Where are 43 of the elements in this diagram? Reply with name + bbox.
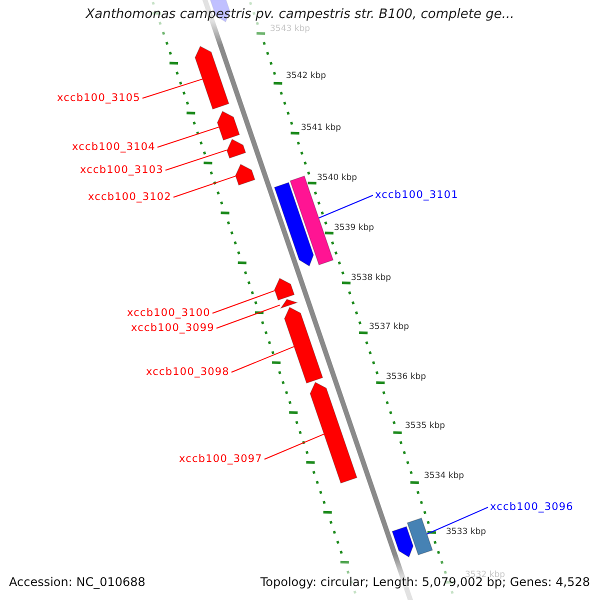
tick-label: 3537 kbp bbox=[369, 323, 410, 332]
gene-feature bbox=[274, 182, 314, 267]
leader-line bbox=[172, 176, 236, 198]
gene-feature bbox=[194, 46, 230, 110]
gene-feature bbox=[310, 382, 358, 484]
gene-label: xccb100_3105 bbox=[57, 93, 140, 104]
tick-label: 3538 kbp bbox=[351, 274, 392, 282]
tick-label: 3539 kbp bbox=[334, 224, 374, 232]
gene-label: xccb100_3096 bbox=[490, 502, 574, 512]
gene-bar bbox=[406, 518, 433, 556]
gene-label: xccb100_3100 bbox=[127, 308, 210, 318]
tick-label: 3533 kbp bbox=[446, 528, 486, 536]
tick-label: 3536 kbp bbox=[386, 373, 426, 382]
leader-line bbox=[318, 194, 374, 218]
gene-feature bbox=[226, 138, 246, 159]
leader-line bbox=[156, 126, 220, 148]
gene-label: xccb100_3097 bbox=[179, 454, 262, 464]
title: Xanthomonas campestris pv. campestris str. B100, complete ge... bbox=[84, 8, 516, 21]
gene-label: xccb100_3099 bbox=[131, 323, 214, 334]
gene-feature bbox=[392, 526, 414, 558]
leader-line bbox=[426, 506, 488, 534]
gene-label: xccb100_3098 bbox=[146, 367, 230, 378]
leader-line bbox=[230, 346, 295, 373]
tick-label: 3541 kbp bbox=[301, 124, 342, 132]
leader-line bbox=[216, 304, 280, 329]
leader-line bbox=[212, 290, 276, 314]
accession-text: Accession: NC_010688 bbox=[9, 576, 146, 588]
gene-feature bbox=[284, 306, 324, 384]
leader-line bbox=[264, 434, 325, 460]
gene-label: xccb100_3102 bbox=[88, 192, 172, 202]
gene-label: xccb100_3104 bbox=[72, 142, 156, 152]
tick-label: 3540 kbp bbox=[317, 174, 358, 182]
gene-feature bbox=[280, 298, 298, 309]
leader-line bbox=[142, 78, 203, 99]
gene-feature bbox=[235, 164, 256, 186]
gene-label: xccb100_3101 bbox=[375, 190, 458, 200]
genome-info-text: Topology: circular; Length: 5,079,002 bp; Genes: 4,528 bbox=[260, 576, 590, 588]
leader-line bbox=[164, 150, 228, 171]
tick-label: 3535 kbp bbox=[405, 422, 446, 430]
gene-label: xccb100_3103 bbox=[80, 165, 164, 176]
tick-label: 3542 kbp bbox=[286, 72, 326, 80]
gene-feature bbox=[216, 110, 240, 141]
tick-label: 3534 kbp bbox=[424, 472, 464, 480]
